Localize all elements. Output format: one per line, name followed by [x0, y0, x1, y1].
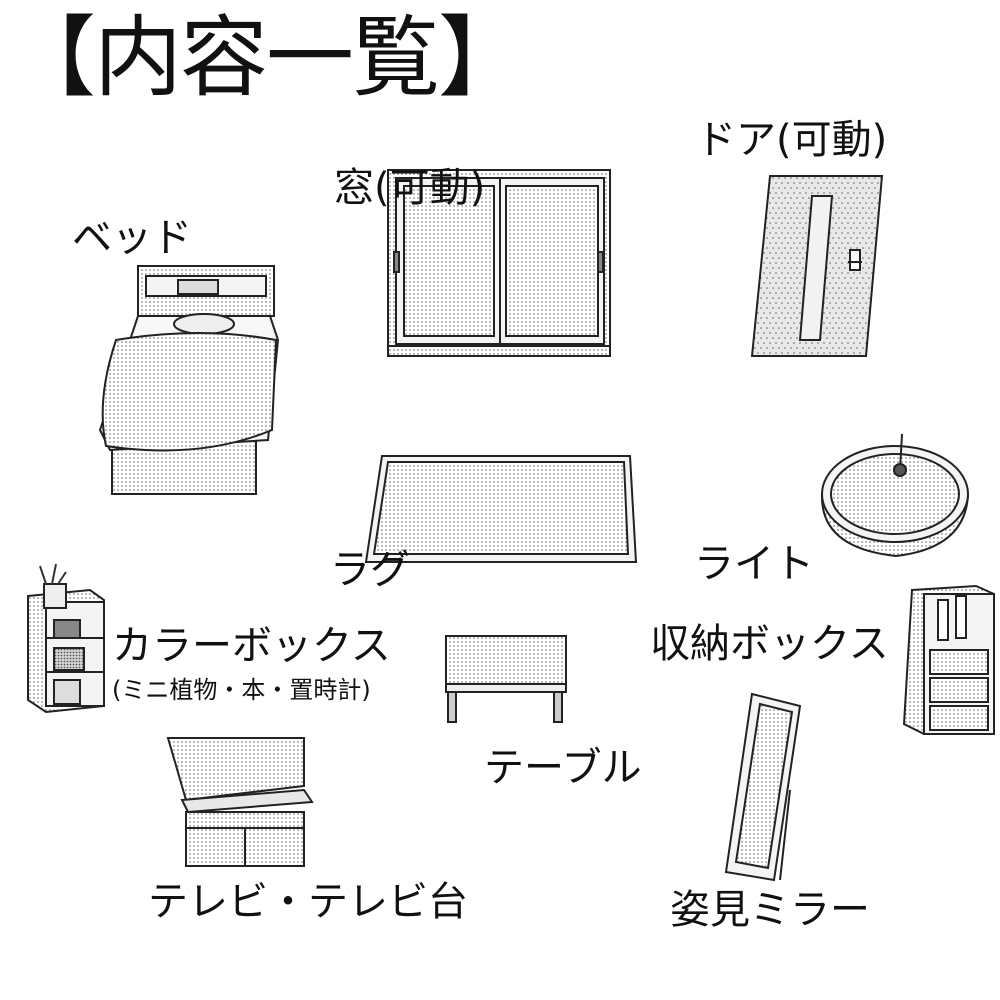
- rug-icon: [364, 455, 638, 563]
- label-color-box-contents: (ミニ植物・本・置時計): [112, 676, 371, 704]
- table-icon: [445, 635, 567, 723]
- label-window: 窓(可動): [334, 165, 486, 211]
- page-title: 【内容一覧】: [8, 6, 526, 109]
- storage-drawers-icon: [902, 584, 995, 736]
- color-box-icon: [27, 563, 105, 714]
- tv-stand-icon: [166, 737, 314, 867]
- label-light: ライト: [694, 541, 814, 587]
- ceiling-light-icon: [820, 433, 970, 558]
- label-tv: テレビ・テレビ台: [148, 879, 468, 925]
- label-mirror: 姿見ミラー: [670, 887, 870, 933]
- standing-mirror-icon: [724, 692, 802, 882]
- label-rug: ラグ: [330, 547, 410, 593]
- label-bed: ベッド: [72, 215, 192, 261]
- label-table: テーブル: [484, 745, 642, 791]
- sliding-window-icon: [387, 169, 611, 357]
- label-storage-box: 収納ボックス: [650, 621, 889, 667]
- door-icon: [750, 175, 884, 357]
- label-color-box: カラーボックス: [112, 623, 391, 669]
- bed-icon: [98, 265, 280, 495]
- label-door: ドア(可動): [696, 117, 888, 163]
